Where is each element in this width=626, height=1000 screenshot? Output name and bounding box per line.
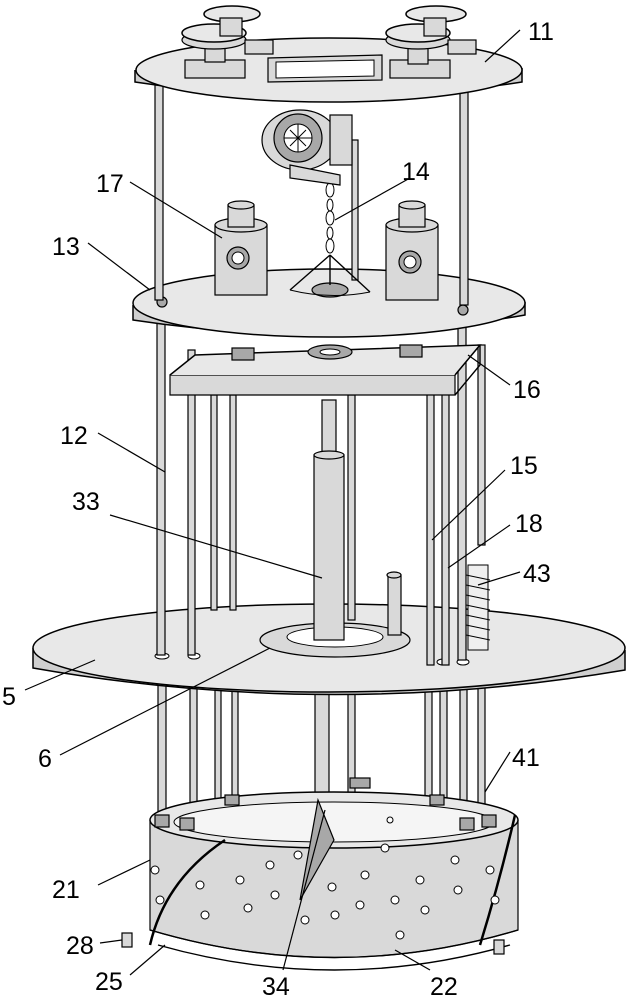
label-33: 33 [72,488,100,516]
label-28: 28 [66,932,94,960]
label-41: 41 [512,744,540,772]
label-6: 6 [38,745,52,773]
label-15: 15 [510,452,538,480]
hoist-motor [261,109,353,186]
basket-21 [121,777,519,971]
label-18: 18 [515,510,543,538]
label-11: 11 [528,18,554,46]
frame-16 [169,344,482,396]
chain-14 [289,182,371,297]
label-16: 16 [513,376,541,404]
label-25: 25 [95,968,123,996]
label-21: 21 [52,876,80,904]
label-12: 12 [60,422,88,450]
label-43: 43 [523,560,551,588]
jack-17-right [385,200,439,301]
label-13: 13 [52,233,80,261]
label-14: 14 [402,158,430,186]
top-knobs [181,5,477,79]
label-22: 22 [430,973,458,1000]
cylinder-33 [313,399,345,641]
label-17: 17 [96,170,124,198]
jack-17-left [214,200,268,296]
leader-lines [24,29,521,976]
label-34: 34 [262,973,290,1000]
spring-43 [465,564,491,651]
part-labels: 11 14 17 13 16 12 15 33 18 43 5 6 41 21 … [2,18,554,1000]
tube-18 [387,574,402,636]
label-5: 5 [2,683,16,711]
